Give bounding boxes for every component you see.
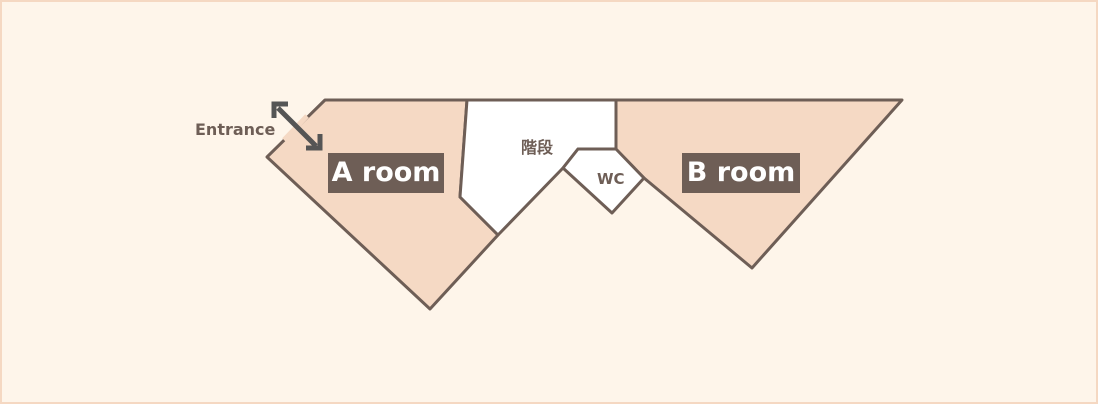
entrance-label: Entrance	[195, 120, 276, 139]
wc-area	[561, 147, 646, 215]
stairs-label: 階段	[521, 138, 554, 157]
room-a-label: A room	[328, 153, 444, 193]
wc-label: WC	[597, 170, 625, 188]
entrance-arrow-icon	[271, 101, 323, 151]
room-b-label: B room	[682, 153, 800, 193]
